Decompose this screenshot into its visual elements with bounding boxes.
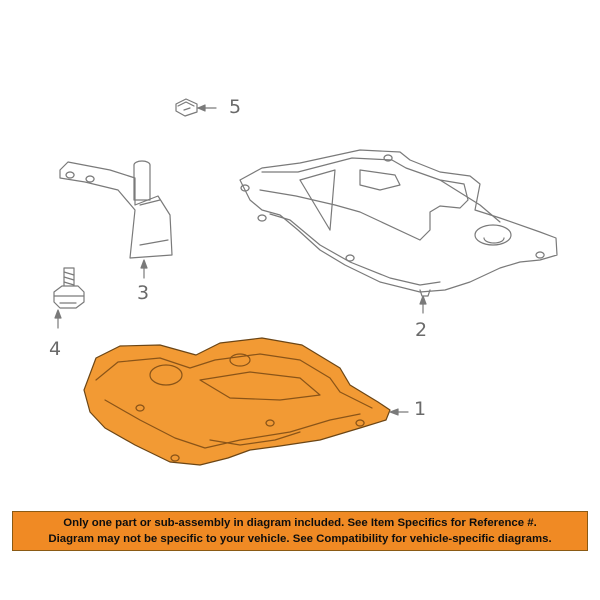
- callout-part-1: 1: [414, 398, 427, 420]
- part-1-engine-cover: [83, 337, 391, 466]
- callout-part-2: 2: [415, 319, 428, 341]
- part-3-bracket: [59, 160, 173, 259]
- disclaimer-banner: Only one part or sub-assembly in diagram…: [12, 511, 588, 551]
- disclaimer-line-1: Only one part or sub-assembly in diagram…: [63, 517, 537, 529]
- callout-part-5: 5: [229, 96, 242, 118]
- callout-part-4: 4: [49, 338, 62, 360]
- part-2-subframe: [239, 149, 558, 297]
- disclaimer-line-2: Diagram may not be specific to your vehi…: [48, 533, 552, 545]
- callout-part-3: 3: [137, 282, 150, 304]
- part-4-bolt: [53, 267, 85, 309]
- part-5-clip: [175, 98, 198, 117]
